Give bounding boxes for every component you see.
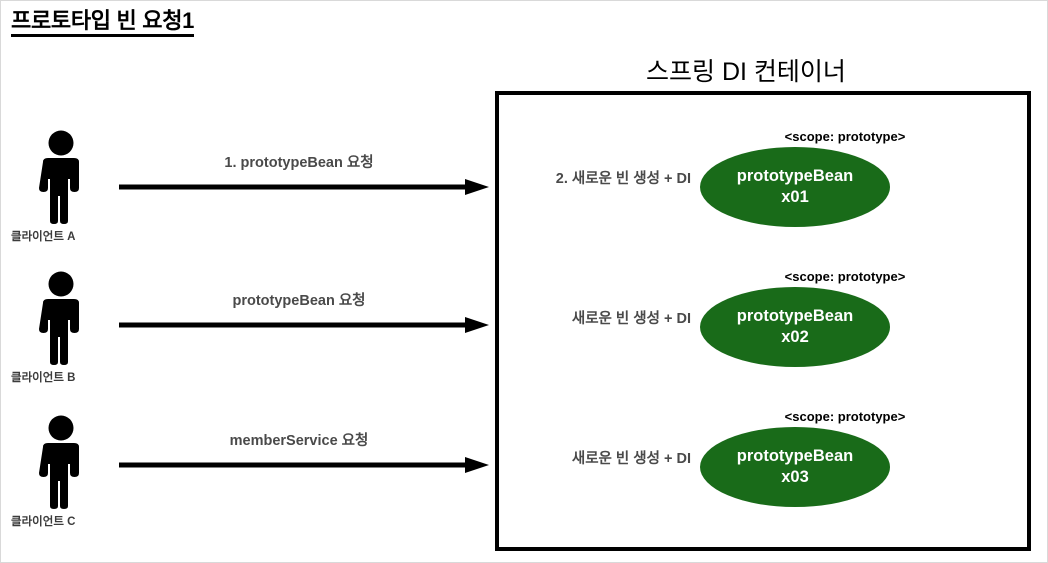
bean-ellipse[interactable]: prototypeBean x03	[700, 427, 890, 507]
client-c: 클라이언트 C	[1, 415, 121, 528]
bean-row: 2. 새로운 빈 생성 + DI <scope: prototype> prot…	[499, 129, 1035, 233]
bean-instance: x01	[781, 188, 809, 206]
person-icon	[39, 271, 79, 365]
bean-creation-note: 새로운 빈 생성 + DI	[571, 451, 691, 467]
arrow-label: memberService 요청	[229, 433, 369, 449]
bean-row: 새로운 빈 생성 + DI <scope: prototype> prototy…	[499, 269, 1035, 373]
request-arrow-2: prototypeBean 요청	[119, 289, 489, 335]
person-icon	[39, 415, 79, 509]
di-container-box: 2. 새로운 빈 생성 + DI <scope: prototype> prot…	[495, 91, 1031, 551]
bean-instance: x03	[781, 468, 809, 486]
client-figure	[1, 415, 121, 511]
arrow-right-icon	[119, 457, 489, 473]
client-figure	[1, 271, 121, 367]
client-a: 클라이언트 A	[1, 130, 121, 243]
bean-scope-label: <scope: prototype>	[784, 409, 906, 424]
bean-name: prototypeBean	[736, 307, 854, 326]
request-arrow-3: memberService 요청	[119, 429, 489, 475]
arrow-label: 1. prototypeBean 요청	[224, 155, 374, 171]
arrow-label: prototypeBean 요청	[232, 293, 366, 309]
page-title: 프로토타입 빈 요청1	[11, 8, 194, 38]
bean-scope-label: <scope: prototype>	[784, 129, 906, 144]
request-arrow-1: 1. prototypeBean 요청	[119, 151, 489, 197]
bean-scope-label: <scope: prototype>	[784, 269, 906, 284]
bean-name: prototypeBean	[736, 447, 854, 466]
client-figure	[1, 130, 121, 226]
bean-instance: x02	[781, 328, 809, 346]
client-label: 클라이언트 B	[11, 372, 76, 384]
client-label: 클라이언트 A	[11, 231, 76, 243]
bean-ellipse[interactable]: prototypeBean x02	[700, 287, 890, 367]
bean-creation-note: 2. 새로운 빈 생성 + DI	[555, 171, 691, 187]
person-icon	[39, 130, 79, 224]
arrow-right-icon	[119, 317, 489, 333]
bean-creation-note: 새로운 빈 생성 + DI	[571, 311, 691, 327]
bean-row: 새로운 빈 생성 + DI <scope: prototype> prototy…	[499, 409, 1035, 513]
bean-name: prototypeBean	[736, 167, 854, 186]
client-label: 클라이언트 C	[11, 516, 76, 528]
di-container-title: 스프링 DI 컨테이너	[646, 58, 846, 86]
arrow-right-icon	[119, 179, 489, 195]
bean-ellipse[interactable]: prototypeBean x01	[700, 147, 890, 227]
client-b: 클라이언트 B	[1, 271, 121, 384]
